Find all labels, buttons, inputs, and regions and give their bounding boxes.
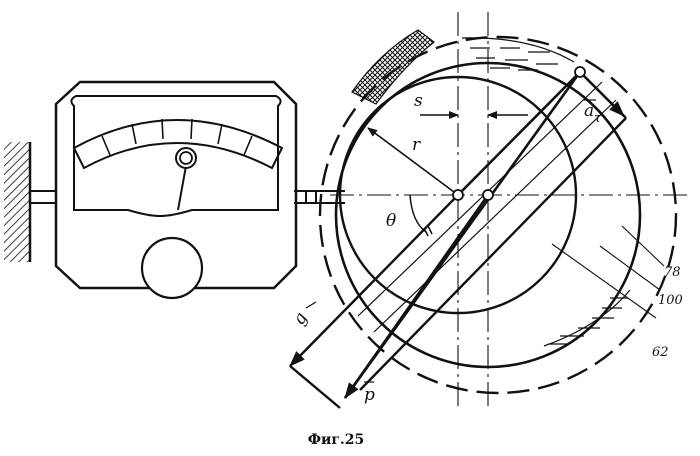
label-r: r [412,135,421,155]
shaft [30,191,345,203]
label-theta: θ [386,211,396,231]
label-a: a [584,101,594,121]
callout-62: 62 [652,345,669,360]
label-tau-subscript: τ [594,111,602,126]
wall [4,142,30,262]
theta-arc [410,195,426,232]
figure-caption: Фиг.25 [308,432,365,448]
force-lines [345,72,580,398]
label-g: g [289,309,312,329]
liquid-bottom [544,290,630,346]
meter-device [56,82,296,298]
callout-78: 78 [664,265,681,280]
rotor [290,12,690,410]
label-s: s [414,91,423,111]
scale-ticks [102,119,252,155]
callout-100: 100 [658,293,683,308]
center-point-2 [483,190,493,200]
particle-point [575,67,585,77]
callout-leaders [552,226,664,318]
meter-needle [178,166,186,210]
label-g-group: g [289,302,316,329]
center-point-1 [453,190,463,200]
meter-knob [142,238,202,298]
label-p-group: p [364,382,375,405]
label-p: p [364,385,375,405]
